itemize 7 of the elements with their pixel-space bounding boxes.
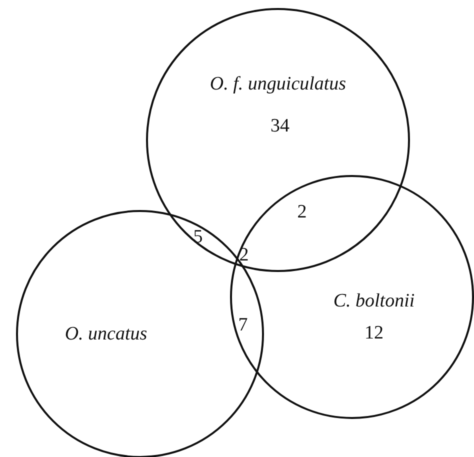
species-name: O. f. unguiculatus [210, 74, 346, 94]
species-name: O. uncatus [64, 324, 148, 344]
species-name: C. boltonii [333, 292, 415, 310]
count-label: 7 [238, 316, 248, 334]
count-label: 34 [270, 116, 290, 136]
count-label: 12 [364, 324, 384, 342]
count-label: 2 [297, 202, 307, 222]
